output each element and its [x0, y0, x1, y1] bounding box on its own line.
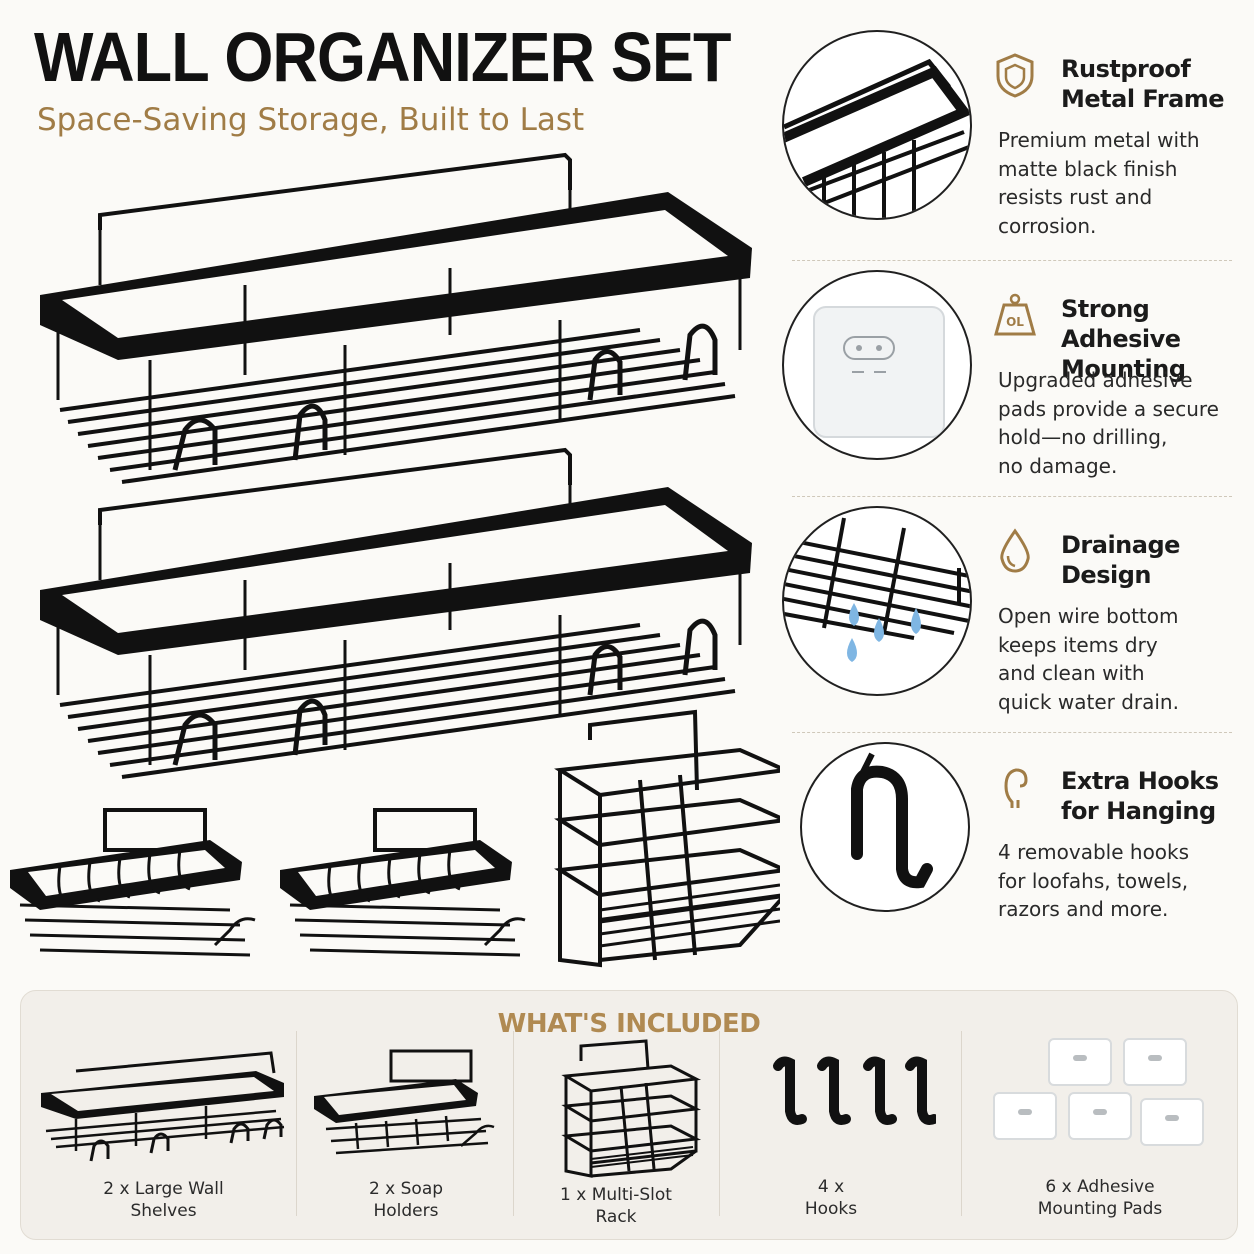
feature-divider	[792, 496, 1232, 497]
soap-holder-thumbnail	[314, 1049, 495, 1155]
feature-drainage-closeup	[782, 506, 972, 696]
feature-divider	[792, 732, 1232, 733]
included-item-soap-holders: 2 x Soap Holders	[306, 1031, 506, 1231]
included-item-soap-holders-label: 2 x Soap Holders	[368, 1179, 444, 1221]
soap-holder-right-illustration	[278, 808, 527, 957]
product-illustration	[8, 0, 780, 968]
included-item-adhesive-pads-label: 6 x Adhesive Mounting Pads	[1037, 1177, 1163, 1219]
large-shelf-top-illustration	[40, 155, 752, 482]
feature-adhesive-closeup	[782, 270, 972, 460]
feature-hooks-closeup	[800, 742, 970, 912]
included-item-rack-label: 1 x Multi-Slot Rack	[560, 1185, 672, 1227]
included-item-rack: 1 x Multi-Slot Rack	[521, 1031, 711, 1231]
feature-rustproof-closeup	[782, 30, 972, 220]
included-item-adhesive-pads: 6 x Adhesive Mounting Pads	[969, 1031, 1231, 1231]
feature-hooks-heading: Extra Hooks for Hanging	[1061, 767, 1219, 825]
feature-drainage-description: Open wire bottom keeps items dry and cle…	[998, 604, 1179, 714]
page-subtitle: Space-Saving Storage, Built to Last	[37, 102, 585, 138]
feature-adhesive-heading: Strong Adhesive Mounting	[1061, 295, 1186, 383]
whats-included-panel: WHAT'S INCLUDED 2 x Large Wall	[20, 990, 1238, 1240]
included-separator	[296, 1031, 297, 1216]
adhesive-pads-thumbnail	[993, 1038, 1204, 1146]
soap-holder-left-illustration	[8, 808, 257, 957]
included-item-shelves-label: 2 x Large Wall Shelves	[103, 1179, 224, 1221]
shelf-thumbnail	[41, 1051, 285, 1162]
weight-icon-label: OL	[1006, 315, 1024, 329]
rack-thumbnail	[561, 1039, 702, 1178]
feature-drainage: Drainage Design Open wire bottom keeps i…	[780, 506, 1254, 736]
feature-hooks-description: 4 removable hooks for loofahs, towels, r…	[998, 840, 1190, 921]
included-item-hooks-label: 4 x Hooks	[804, 1177, 858, 1219]
whats-included-title: WHAT'S INCLUDED	[497, 1009, 761, 1039]
feature-hooks: Extra Hooks for Hanging 4 removable hook…	[780, 742, 1254, 972]
included-separator	[961, 1031, 962, 1216]
feature-rustproof: Rustproof Metal Frame Premium metal with…	[780, 30, 1254, 260]
included-separator	[719, 1031, 720, 1216]
feature-adhesive-description: Upgraded adhesive pads provide a secure …	[998, 368, 1219, 478]
included-separator	[513, 1031, 514, 1216]
feature-divider	[792, 260, 1232, 261]
feature-rustproof-heading: Rustproof Metal Frame	[1061, 55, 1225, 113]
page-title: WALL ORGANIZER SET	[34, 18, 732, 96]
feature-rustproof-description: Premium metal with matte black finish re…	[998, 128, 1200, 238]
hooks-thumbnail	[773, 1056, 936, 1125]
feature-adhesive: OL Strong Adhesive Mounting Upgraded adh…	[780, 270, 1254, 500]
water-drop-icon	[1000, 528, 1030, 573]
multi-slot-rack-illustration	[554, 709, 780, 968]
included-item-hooks: 4 x Hooks	[726, 1031, 936, 1231]
weight-icon: OL	[994, 293, 1036, 336]
shield-icon	[996, 53, 1034, 98]
included-item-shelves: 2 x Large Wall Shelves	[36, 1031, 291, 1231]
large-shelf-bottom-illustration	[40, 450, 752, 777]
hook-icon	[1004, 768, 1028, 808]
feature-drainage-heading: Drainage Design	[1061, 531, 1180, 589]
